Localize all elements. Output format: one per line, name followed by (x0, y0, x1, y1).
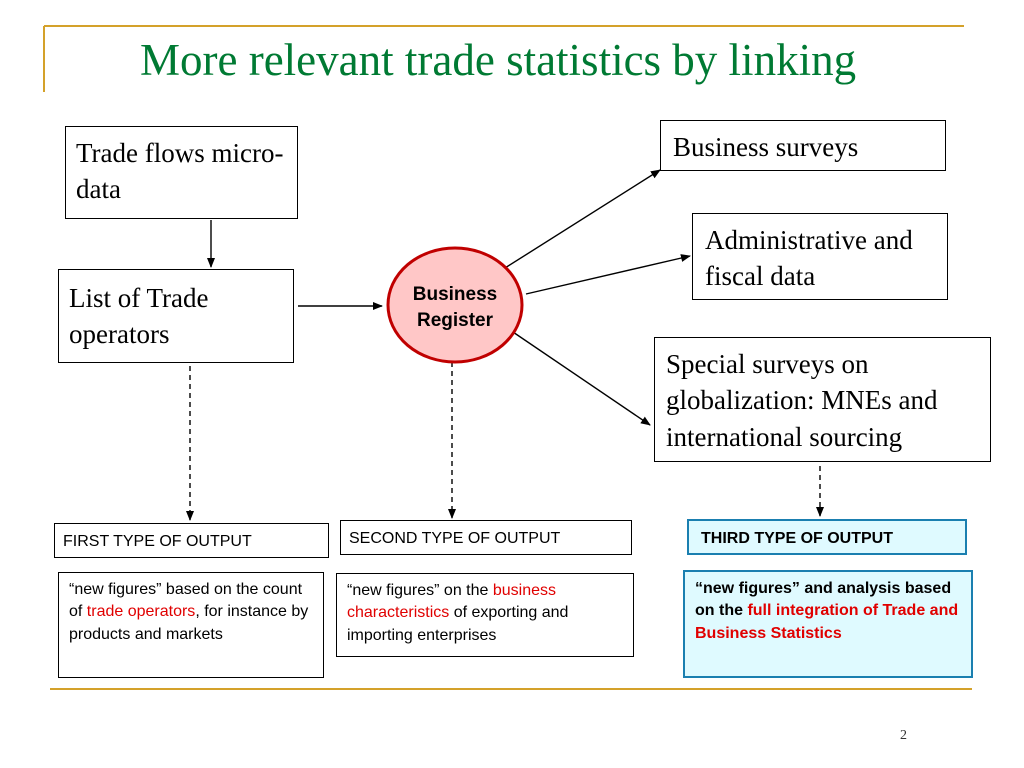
second-output-header: SECOND TYPE OF OUTPUT (340, 520, 632, 555)
slide-title: More relevant trade statistics by linkin… (140, 35, 857, 85)
trade-flows-label: Trade flows micro-data (76, 138, 284, 205)
first-output-description: “new figures” based on the count of trad… (58, 572, 324, 678)
third-output-text: “new figures” and analysis based on the (695, 580, 952, 620)
first-output-highlight: trade operators (86, 603, 196, 621)
third-output-header: THIRD TYPE OF OUTPUT (687, 519, 967, 555)
second-output-text-end: of exporting and importing enterprises (347, 604, 569, 644)
first-output-text: “new figures” based on the count of (69, 581, 303, 621)
list-of-trade-operators-label: List of Trade operators (69, 283, 209, 350)
list-of-trade-operators-box: List of Trade operators (58, 269, 294, 363)
first-output-text-end: , for instance by products and markets (69, 603, 309, 643)
second-output-text: “new figures” on the (347, 582, 493, 599)
business-register-label: Business Register (412, 284, 498, 331)
arrow-register-to-surveys (504, 169, 661, 269)
second-output-description: “new figures” on the business characteri… (336, 573, 634, 657)
trade-flows-box: Trade flows micro-data (65, 126, 298, 219)
second-output-header-label: SECOND TYPE OF OUTPUT (349, 530, 561, 547)
third-output-description: “new figures” and analysis based on the … (683, 570, 973, 678)
page-number: 2 (900, 728, 907, 743)
arrow-register-to-special (509, 329, 651, 426)
administrative-fiscal-box: Administrative and fiscal data (692, 213, 948, 300)
business-register-node (386, 246, 524, 364)
second-output-highlight: business characteristics (347, 582, 557, 622)
arrow-register-to-admin (525, 254, 691, 295)
special-surveys-box: Special surveys on globalization: MNEs a… (654, 337, 991, 462)
first-output-header: FIRST TYPE OF OUTPUT (54, 523, 329, 558)
business-surveys-label: Business surveys (673, 132, 859, 162)
first-output-header-label: FIRST TYPE OF OUTPUT (63, 533, 252, 550)
special-surveys-label: Special surveys on globalization: MNEs a… (666, 349, 938, 452)
business-surveys-box: Business surveys (660, 120, 946, 171)
third-output-highlight: full integration of Trade and Business S… (695, 602, 959, 642)
third-output-header-label: THIRD TYPE OF OUTPUT (701, 530, 893, 547)
administrative-fiscal-label: Administrative and fiscal data (705, 225, 913, 292)
